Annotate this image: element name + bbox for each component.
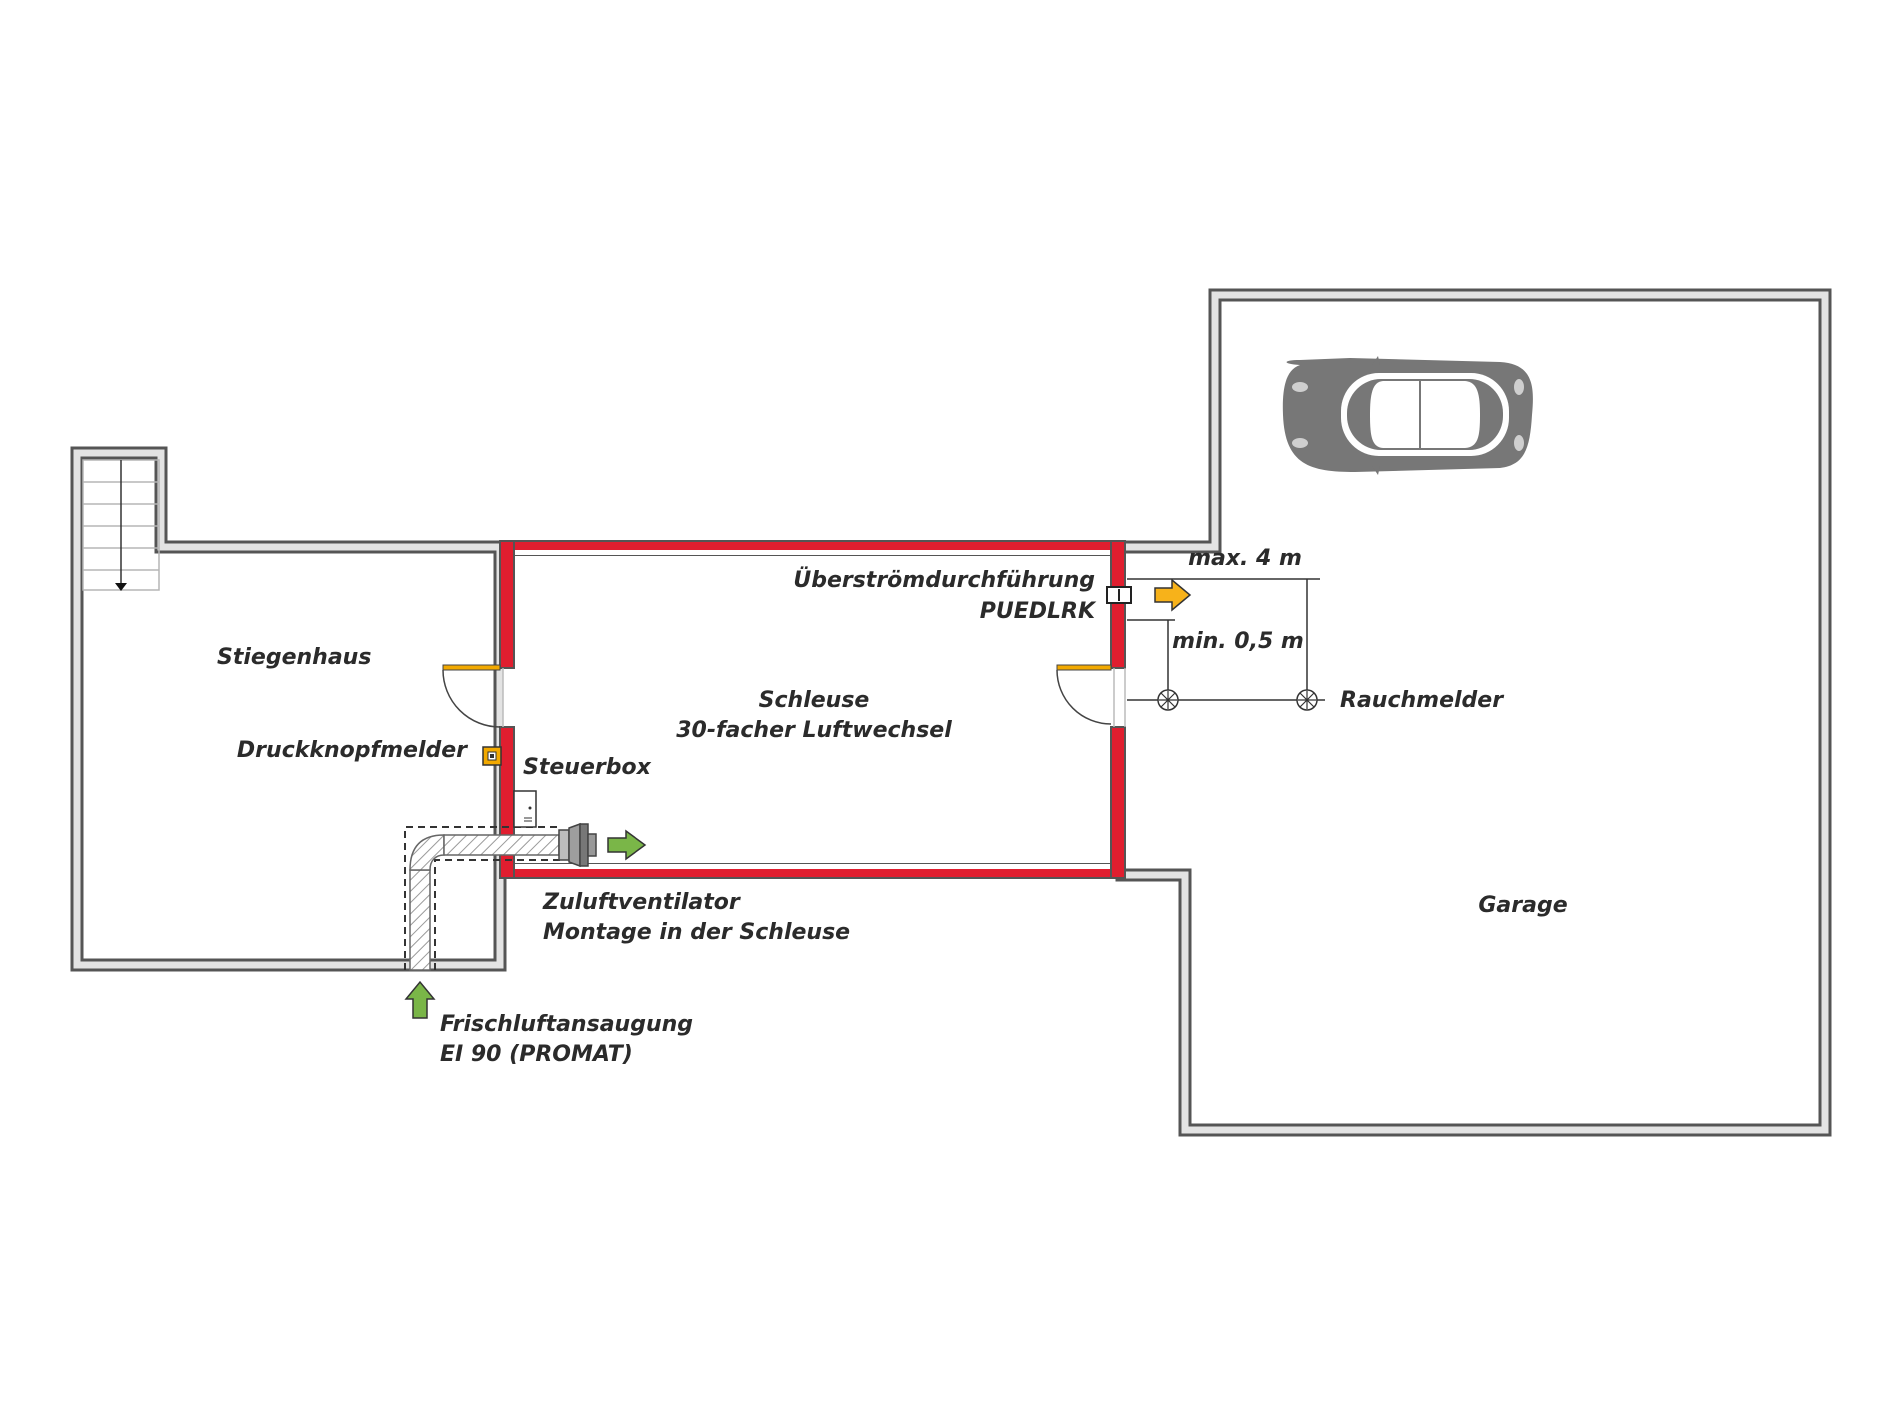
fresh-air-duct bbox=[404, 826, 560, 971]
airlock-right-door bbox=[1056, 664, 1126, 727]
airlock-left-door bbox=[442, 664, 504, 728]
fresh-air-subtitle: EI 90 (PROMAT) bbox=[440, 1042, 633, 1067]
garage-walls bbox=[1115, 288, 1832, 1137]
airlock-subtitle: 30-facher Luftwechsel bbox=[676, 718, 952, 743]
fresh-air-title: Frischluftansaugung bbox=[440, 1012, 693, 1037]
car-icon bbox=[1282, 356, 1533, 475]
overflow-arrow bbox=[1154, 578, 1192, 612]
smoke-detector-label: Rauchmelder bbox=[1340, 688, 1504, 713]
stairwell-label: Stiegenhaus bbox=[217, 645, 371, 670]
garage-label: Garage bbox=[1478, 893, 1567, 918]
overflow-valve-icon bbox=[1106, 586, 1132, 604]
min-distance-label: min. 0,5 m bbox=[1172, 629, 1304, 654]
control-box-label: Steuerbox bbox=[523, 755, 652, 780]
stairwell-walls bbox=[70, 446, 507, 972]
max-distance-label: max. 4 m bbox=[1188, 546, 1302, 571]
fresh-air-arrow bbox=[404, 980, 436, 1019]
smoke-detector-icon bbox=[1296, 689, 1318, 711]
supply-fan-subtitle: Montage in der Schleuse bbox=[543, 920, 850, 945]
airlock-title: Schleuse bbox=[759, 688, 870, 713]
overflow-title: Überströmdurchführung bbox=[793, 567, 1095, 593]
fan-icon bbox=[558, 822, 597, 868]
supply-air-arrow bbox=[607, 829, 647, 861]
push-button-icon bbox=[482, 746, 502, 766]
overflow-code: PUEDLRK bbox=[980, 599, 1097, 624]
airlock-walls bbox=[499, 540, 1126, 879]
control-box-icon bbox=[513, 790, 537, 828]
smoke-detector-icon bbox=[1157, 689, 1179, 711]
supply-fan-title: Zuluftventilator bbox=[542, 890, 741, 915]
push-button-label: Druckknopfmelder bbox=[237, 738, 468, 763]
stairs-icon bbox=[82, 459, 160, 591]
